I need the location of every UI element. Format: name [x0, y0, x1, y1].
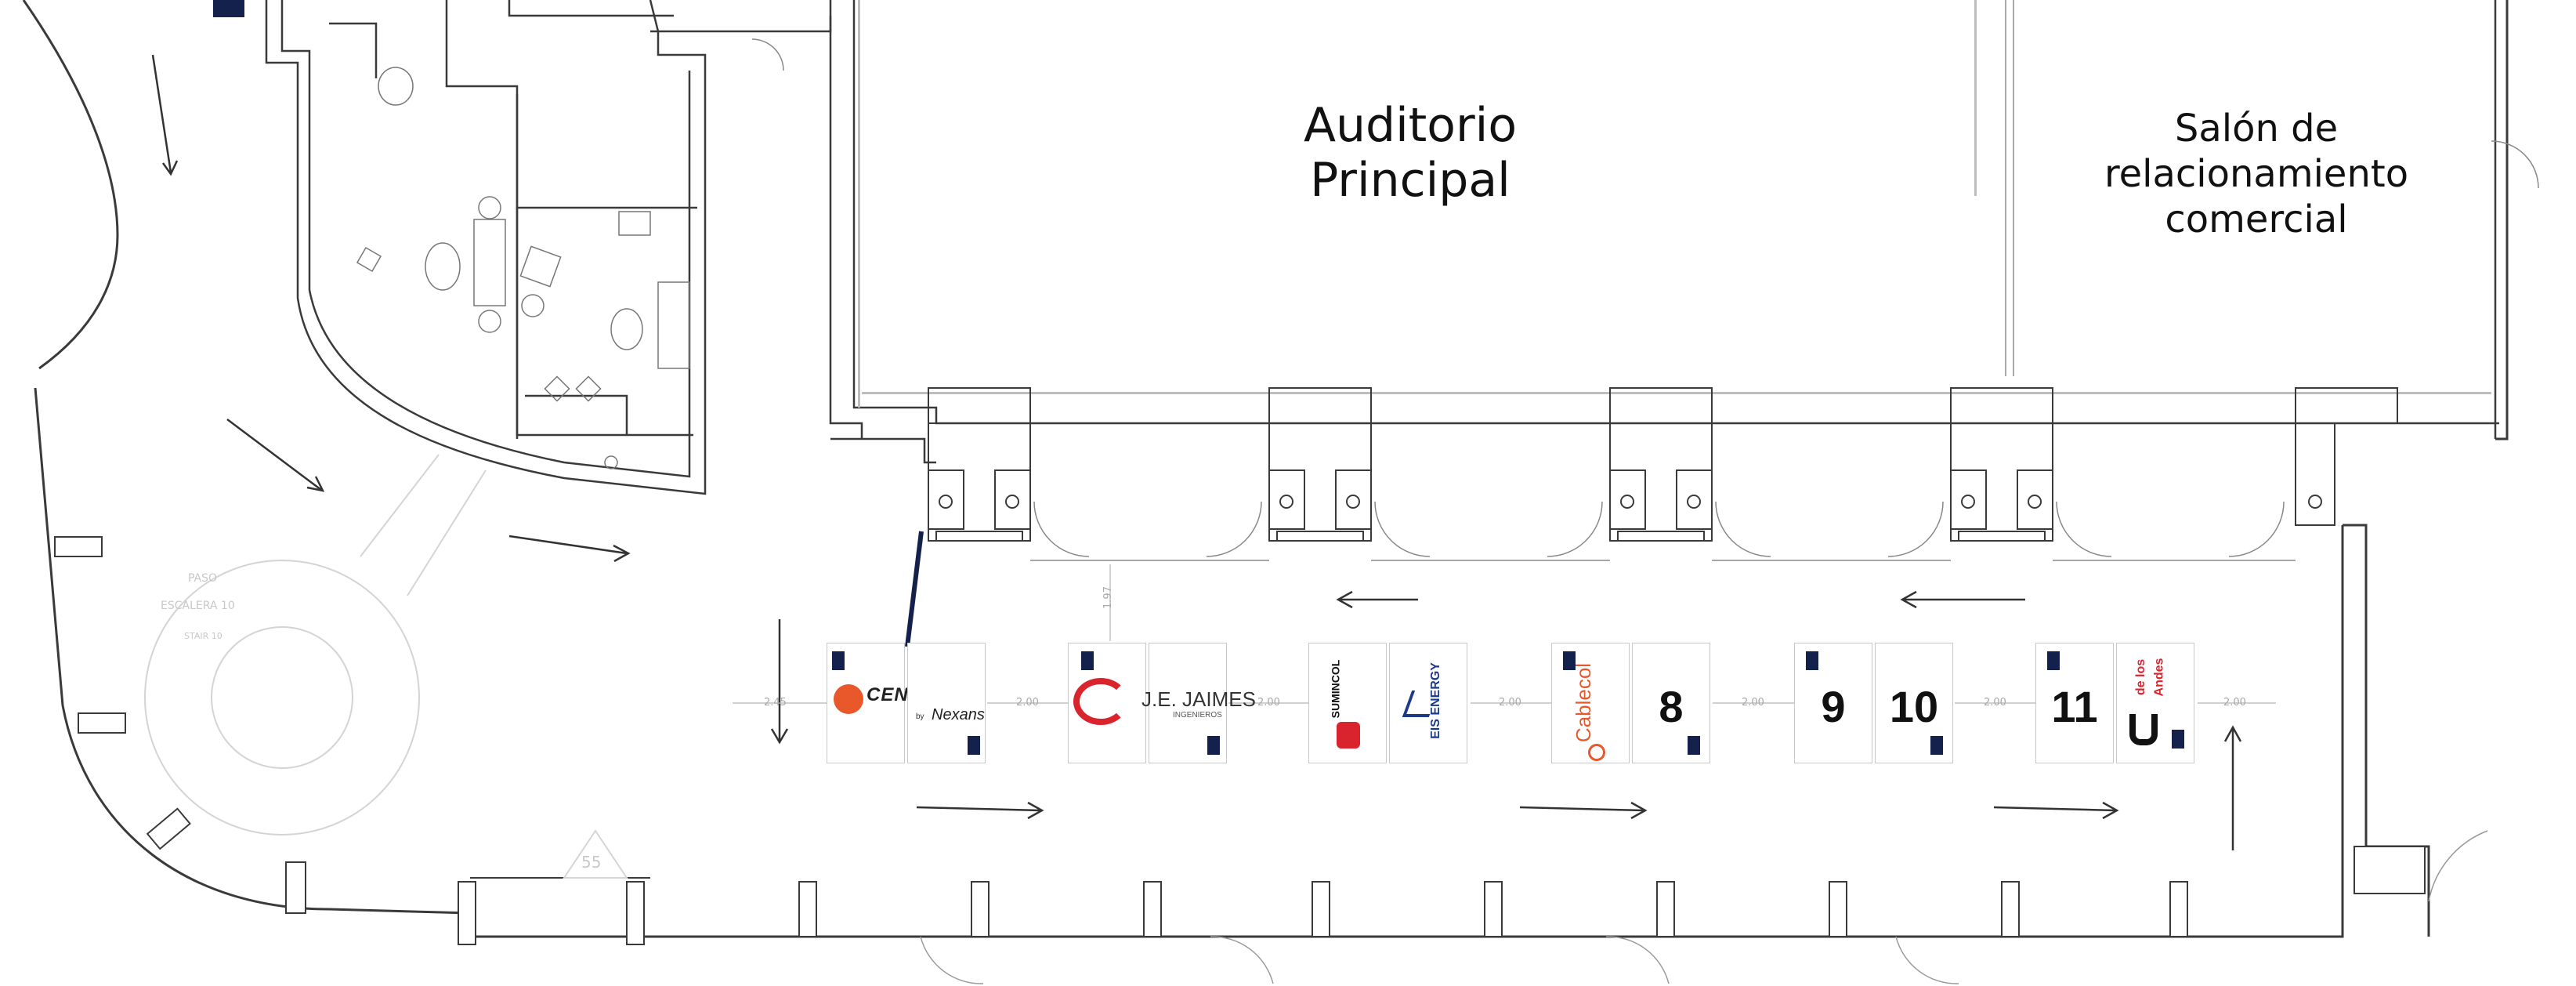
dimension-lines: [733, 564, 2276, 704]
dimension-vertical: 1.97: [1102, 586, 1114, 609]
bottom-columns: [458, 846, 2426, 945]
booth-marker: [1930, 736, 1943, 755]
andes-logo-line2: Andes: [2152, 658, 2166, 697]
stair-cores: [928, 387, 2398, 542]
room-auditorio-principal: Auditorio Principal: [1214, 98, 1606, 208]
booth-marker: [1081, 651, 1094, 670]
jaimes-sub: INGENIEROS: [1173, 711, 1222, 720]
hall-walls: [829, 0, 2499, 464]
nexans-by: by: [916, 712, 924, 721]
dimension-3: 2.00: [1499, 697, 1521, 709]
booth-cablecol[interactable]: Cablecol: [1551, 643, 1630, 763]
marker-line: [905, 531, 924, 647]
booth-marker: [1806, 651, 1818, 670]
andes-logo-line1: de los: [2134, 658, 2148, 696]
hall-edge-texture: [858, 0, 2491, 408]
label-triangle: 55: [581, 853, 602, 872]
booth-marker: [2172, 730, 2184, 749]
booth-marker: [2047, 651, 2060, 670]
nexans-logo: Nexans: [932, 706, 985, 723]
booth-number-8: 8: [1659, 682, 1684, 731]
marker-square-top: [213, 0, 244, 17]
lounge-rooms: [265, 0, 832, 495]
dimension-left: 2.45: [764, 697, 787, 709]
booth-number-9: 9: [1821, 682, 1846, 731]
booth-number-11: 11: [2051, 682, 2098, 731]
booth-centelsa-b[interactable]: by Nexans: [907, 643, 986, 763]
eis-logo: EIS ENERGY: [1428, 662, 1442, 739]
booth-9[interactable]: 9: [1794, 643, 1872, 763]
room-auditorio-line2: Principal: [1310, 153, 1511, 208]
booth-number-10: 10: [1889, 682, 1939, 731]
room-salon-line1: Salón de: [2174, 107, 2339, 150]
jaimes-mark-icon: [1073, 678, 1128, 725]
booth-10[interactable]: 10: [1875, 643, 1953, 763]
dimension-2: 2.00: [1257, 697, 1280, 709]
dimension-4: 2.00: [1742, 697, 1764, 709]
cablecol-mark-icon: [1588, 744, 1605, 761]
booth-eis-energy[interactable]: EIS ENERGY: [1389, 643, 1467, 763]
label-stair: STAIR 10: [184, 631, 223, 641]
booth-de-los-andes[interactable]: de los Andes: [2116, 643, 2194, 763]
dimension-1: 2.00: [1016, 697, 1039, 709]
booth-je-jaimes[interactable]: [1068, 643, 1146, 763]
room-salon-line3: comercial: [2165, 198, 2348, 241]
sumincol-mark-icon: [1337, 722, 1360, 749]
booth-marker: [1207, 736, 1220, 755]
bottom-door-arcs: [920, 830, 2488, 984]
left-wall-tabs: [54, 536, 306, 914]
label-paso: PASO: [188, 572, 218, 585]
booth-centelsa[interactable]: CENTELSA: [827, 643, 973, 763]
andes-mark-icon: [2129, 714, 2158, 745]
centelsa-mark-icon: [834, 684, 863, 714]
booth-sumincol[interactable]: SUMINCOL: [1308, 643, 1387, 763]
cablecol-logo: Cablecol: [1572, 662, 1596, 743]
dimension-5: 2.00: [1984, 697, 2006, 709]
room-auditorio-line1: Auditorio: [1303, 98, 1518, 153]
booth-je-jaimes-b[interactable]: J.E. JAIMES INGENIEROS: [1141, 643, 1256, 763]
rotunda: [144, 454, 628, 879]
booth-marker: [1688, 736, 1700, 755]
booth-marker: [1563, 651, 1576, 670]
booth-8[interactable]: 8: [1632, 643, 1710, 763]
booth-marker: [832, 651, 845, 670]
dimension-6: 2.00: [2223, 697, 2246, 709]
corridor-doors: [751, 38, 2539, 561]
sumincol-logo: SUMINCOL: [1329, 659, 1342, 719]
booth-11[interactable]: 11: [2035, 643, 2114, 763]
room-salon-relacionamiento: Salón de relacionamiento comercial: [2053, 106, 2460, 242]
booth-marker: [968, 736, 980, 755]
label-escalera: ESCALERA 10: [161, 600, 235, 612]
jaimes-logo: J.E. JAIMES: [1141, 687, 1256, 711]
furniture: [356, 67, 690, 469]
flow-arrows: [151, 54, 2242, 850]
room-salon-line2: relacionamiento: [2104, 152, 2409, 196]
